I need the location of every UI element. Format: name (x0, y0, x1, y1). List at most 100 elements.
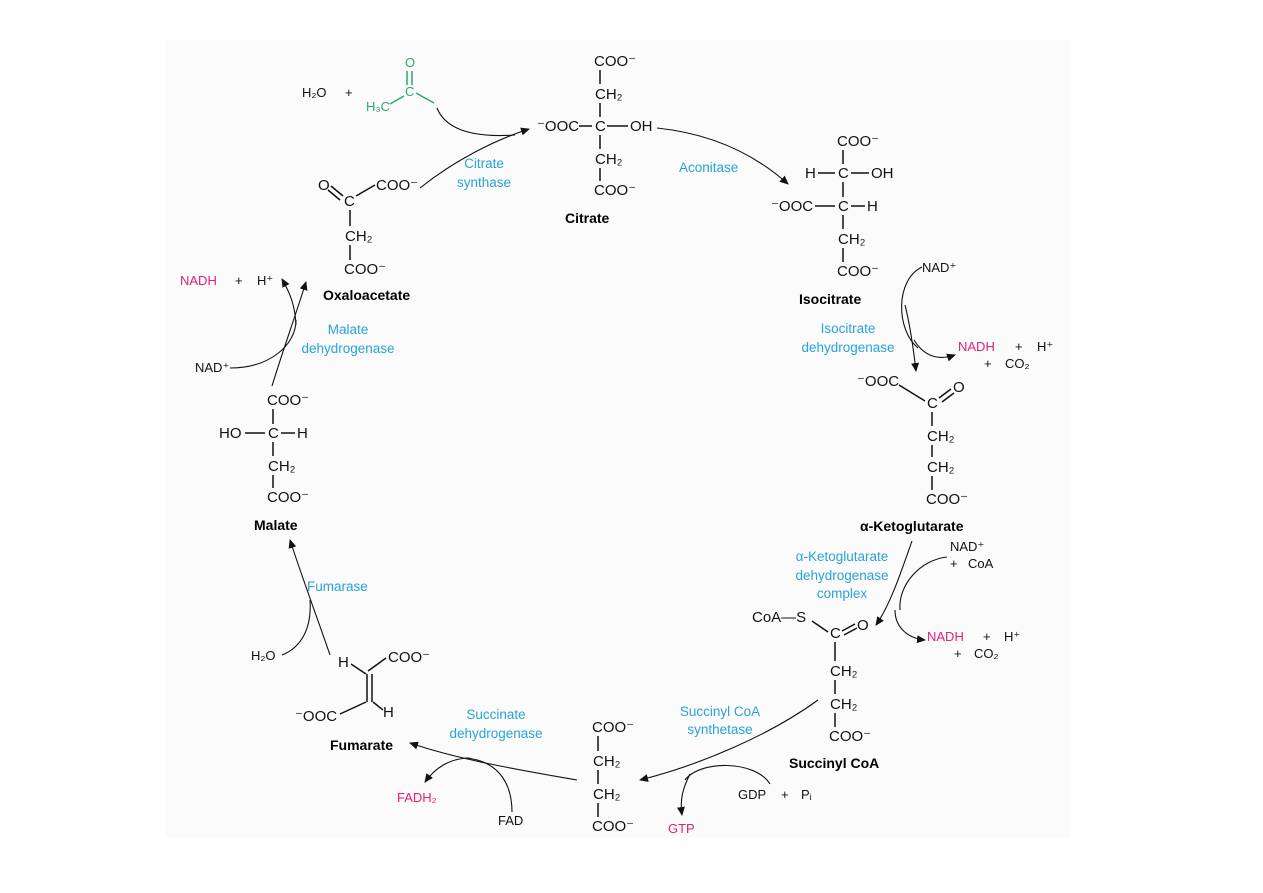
akg-ch2-b: CH₂ (927, 459, 955, 476)
isocitrate-coo-bottom: COO⁻ (837, 263, 879, 280)
succinate-dh-line2: dehydrogenase (449, 726, 542, 741)
succinyl-coa-ch2-b: CH₂ (830, 696, 858, 713)
akg-nadh-arrow (894, 609, 926, 644)
citrate-name: Citrate (565, 210, 610, 226)
succinyl-coa-carbon: C (830, 625, 841, 642)
water-input: H₂O (302, 85, 327, 100)
malate-h: H (297, 425, 308, 442)
bond (389, 95, 405, 105)
malate-coo-bottom: COO⁻ (267, 489, 309, 506)
bond (355, 184, 376, 197)
isocitrate-h1: H (805, 165, 816, 182)
akg-dh-arrow (875, 540, 913, 626)
gdp: GDP (738, 787, 766, 802)
isocitrate-h2: H (867, 198, 878, 215)
aconitase-arrow (656, 127, 789, 185)
fumarate-name: Fumarate (330, 737, 393, 753)
bond (941, 392, 955, 403)
succinate-ch2-a: CH₂ (593, 753, 621, 770)
citrate-ch2-top: CH₂ (595, 86, 623, 103)
fad-curve (464, 757, 513, 813)
oxaloacetate-structure: O C COO⁻ CH₂ COO⁻ Oxaloacetate NAD⁺ NADH… (180, 177, 418, 375)
citrate-ch2-bottom: CH₂ (595, 151, 623, 168)
citrate-ooc-left: ⁻OOC (537, 118, 579, 135)
plus-sign: + (984, 356, 992, 371)
akg-nad-curve (899, 556, 948, 611)
isocitrate-c2: C (838, 198, 849, 215)
malate-name: Malate (254, 517, 298, 533)
succinate-structure: COO⁻ CH₂ CH₂ COO⁻ FAD FADH₂ (397, 719, 634, 835)
isocitrate-ch2: CH₂ (838, 231, 866, 248)
fumarate-h2: H (383, 704, 394, 721)
succinyl-coa-ch2-a: CH₂ (830, 663, 858, 680)
citrate-coo-top: COO⁻ (594, 53, 636, 70)
plus-sign: + (235, 273, 243, 288)
malate-carbon: C (268, 425, 279, 442)
acetyl-coa-input: H₂O + O C H₃C (302, 55, 435, 114)
succinate-coo-top: COO⁻ (592, 719, 634, 736)
malate-nadh-arrow (281, 278, 297, 326)
citrate-synthase-line1: Citrate (464, 156, 504, 171)
bond (367, 657, 387, 672)
bond (843, 627, 858, 636)
isocitrate-nadh-arrow (913, 339, 956, 362)
oxaloacetate-coo-bottom: COO⁻ (344, 261, 386, 278)
succinyl-coa-synthetase-arrow (639, 699, 819, 782)
akg-coo-bottom: COO⁻ (926, 491, 968, 508)
succinyl-coa-synthetase-line2: synthetase (687, 722, 752, 737)
aconitase-label: Aconitase (679, 160, 738, 175)
bond (811, 620, 829, 633)
plus-sign: + (954, 646, 962, 661)
akg-co2: CO₂ (974, 646, 999, 661)
succinate-dh-arrow (409, 741, 578, 781)
akg-carbon: C (927, 395, 938, 412)
malate-dh-arrow (271, 281, 308, 387)
plus-sign: + (781, 787, 789, 802)
akg-name: α-Ketoglutarate (860, 518, 964, 534)
bond (350, 663, 367, 675)
isocitrate-name: Isocitrate (799, 291, 861, 307)
citrate-coo-bottom: COO⁻ (594, 182, 636, 199)
bond (938, 388, 952, 399)
phosphate: Pᵢ (801, 787, 812, 802)
isocitrate-nad: NAD⁺ (922, 260, 956, 275)
akg-dh-line1: α-Ketoglutarate (796, 549, 889, 564)
gtp: GTP (668, 821, 695, 836)
plus-sign: + (345, 85, 353, 100)
malate-ho: HO (219, 425, 242, 442)
akg-oxygen: O (953, 379, 965, 396)
oxaloacetate-carbon: C (344, 193, 355, 210)
acetyl-methyl: H₃C (366, 99, 390, 114)
acetyl-join-curve (436, 107, 516, 137)
isocitrate-h-plus: H⁺ (1037, 339, 1053, 354)
citrate-structure: COO⁻ CH₂ ⁻OOC C OH CH₂ COO⁻ Citrate (537, 53, 653, 226)
oxaloacetate-coo: COO⁻ (376, 177, 418, 194)
isocitrate-c1: C (838, 165, 849, 182)
malate-dh-line2: dehydrogenase (301, 341, 394, 356)
diagram-panel (165, 40, 1070, 838)
succinyl-coa-name: Succinyl CoA (789, 755, 879, 771)
malate-nad-curve (229, 319, 297, 369)
fumarase-arrow (288, 539, 331, 656)
oxaloacetate-ch2: CH₂ (345, 228, 373, 245)
enzyme-labels: Citrate synthase Aconitase Isocitrate de… (301, 156, 894, 741)
bond (330, 185, 344, 197)
malate-ch2: CH₂ (268, 458, 296, 475)
gtp-arrow (676, 773, 691, 816)
akg-dh-line3: complex (817, 586, 868, 601)
isocitrate-dh-arrow (904, 304, 920, 372)
succinate-coo-bottom: COO⁻ (592, 818, 634, 835)
akg-nadh: NADH (927, 629, 964, 644)
fumarate-coo: COO⁻ (388, 649, 430, 666)
plus-sign: + (1015, 339, 1023, 354)
isocitrate-coo-top: COO⁻ (837, 133, 879, 150)
bond (372, 701, 384, 711)
fad: FAD (498, 813, 523, 828)
malate-structure: COO⁻ HO C H CH₂ COO⁻ Malate H₂O (219, 392, 309, 663)
bond (415, 92, 435, 104)
succinyl-coa-synthetase-line1: Succinyl CoA (680, 704, 760, 719)
akg-ch2-a: CH₂ (927, 428, 955, 445)
water-input: H₂O (251, 648, 276, 663)
acetyl-carbon: C (405, 84, 414, 99)
